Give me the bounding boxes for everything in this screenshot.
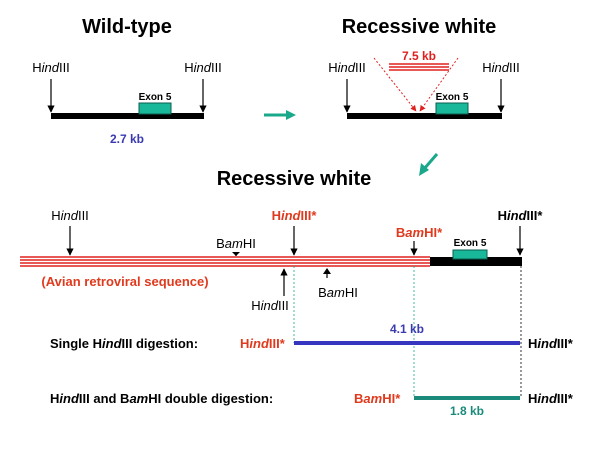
retroviral-sequence-label: (Avian retroviral sequence)	[41, 274, 208, 289]
double-fragment-size: 1.8 kb	[450, 404, 484, 418]
double-digestion-label: HindIII and BamHI double digestion:	[50, 391, 273, 406]
bamhi-star-site-label: BamHI*	[396, 225, 443, 240]
insert-arrow-left	[373, 57, 417, 112]
recessive-white-bottom-title: Recessive white	[217, 168, 372, 190]
wt-hindiii-left-label: HindIII	[32, 60, 70, 75]
rw-hindiii-left-label: HindIII	[328, 60, 366, 75]
wt-exon5-label: Exon 5	[139, 92, 172, 103]
bamhi-site2-label: BamHI	[318, 285, 358, 300]
bamhi-site1-label: BamHI	[216, 236, 256, 251]
wt-exon5-box	[138, 102, 172, 115]
bamhi-site2-arrowhead	[323, 268, 331, 274]
bamhi-site1-arrowhead	[232, 252, 240, 256]
hindiii-site2-label: HindIII	[251, 298, 289, 313]
insert-size-label: 7.5 kb	[402, 49, 436, 63]
double-left-end-label: BamHI*	[354, 391, 401, 406]
double-right-end-label: HindIII*	[528, 391, 574, 406]
double-fragment-bar	[414, 396, 520, 400]
rw-dna-bar	[347, 113, 502, 119]
wt-dna-bar	[51, 113, 204, 119]
single-fragment-size: 4.1 kb	[390, 322, 424, 336]
transition-arrow-right-head	[286, 110, 296, 120]
transition-arrow-down	[422, 153, 439, 170]
single-right-end-label: HindIII*	[528, 336, 574, 351]
insert-element	[389, 63, 449, 71]
wt-hindiii-right-label: HindIII	[184, 60, 222, 75]
single-fragment-bar	[294, 341, 520, 345]
transition-arrow-down-head	[419, 163, 429, 176]
rw-exon5-label: Exon 5	[436, 92, 469, 103]
rw-hindiii-right-label: HindIII	[482, 60, 520, 75]
single-digestion-label: Single HindIII digestion:	[50, 336, 198, 351]
retroviral-insert-bar	[20, 256, 430, 267]
hindiii-site1-label: HindIII	[51, 208, 89, 223]
recessive-white-top-title: Recessive white	[342, 16, 497, 38]
hindiii-star-site-label: HindIII*	[272, 208, 318, 223]
wildtype-title: Wild-type	[82, 16, 172, 38]
wt-size-label: 2.7 kb	[110, 132, 144, 146]
rw-exon5-box	[435, 102, 469, 115]
insert-arrow-right	[419, 57, 459, 112]
exon5-box	[452, 249, 488, 260]
exon5-label: Exon 5	[454, 238, 487, 249]
hindiii-star-right-label: HindIII*	[498, 208, 544, 223]
single-left-end-label: HindIII*	[240, 336, 286, 351]
genomic-dna-bar	[430, 257, 522, 266]
